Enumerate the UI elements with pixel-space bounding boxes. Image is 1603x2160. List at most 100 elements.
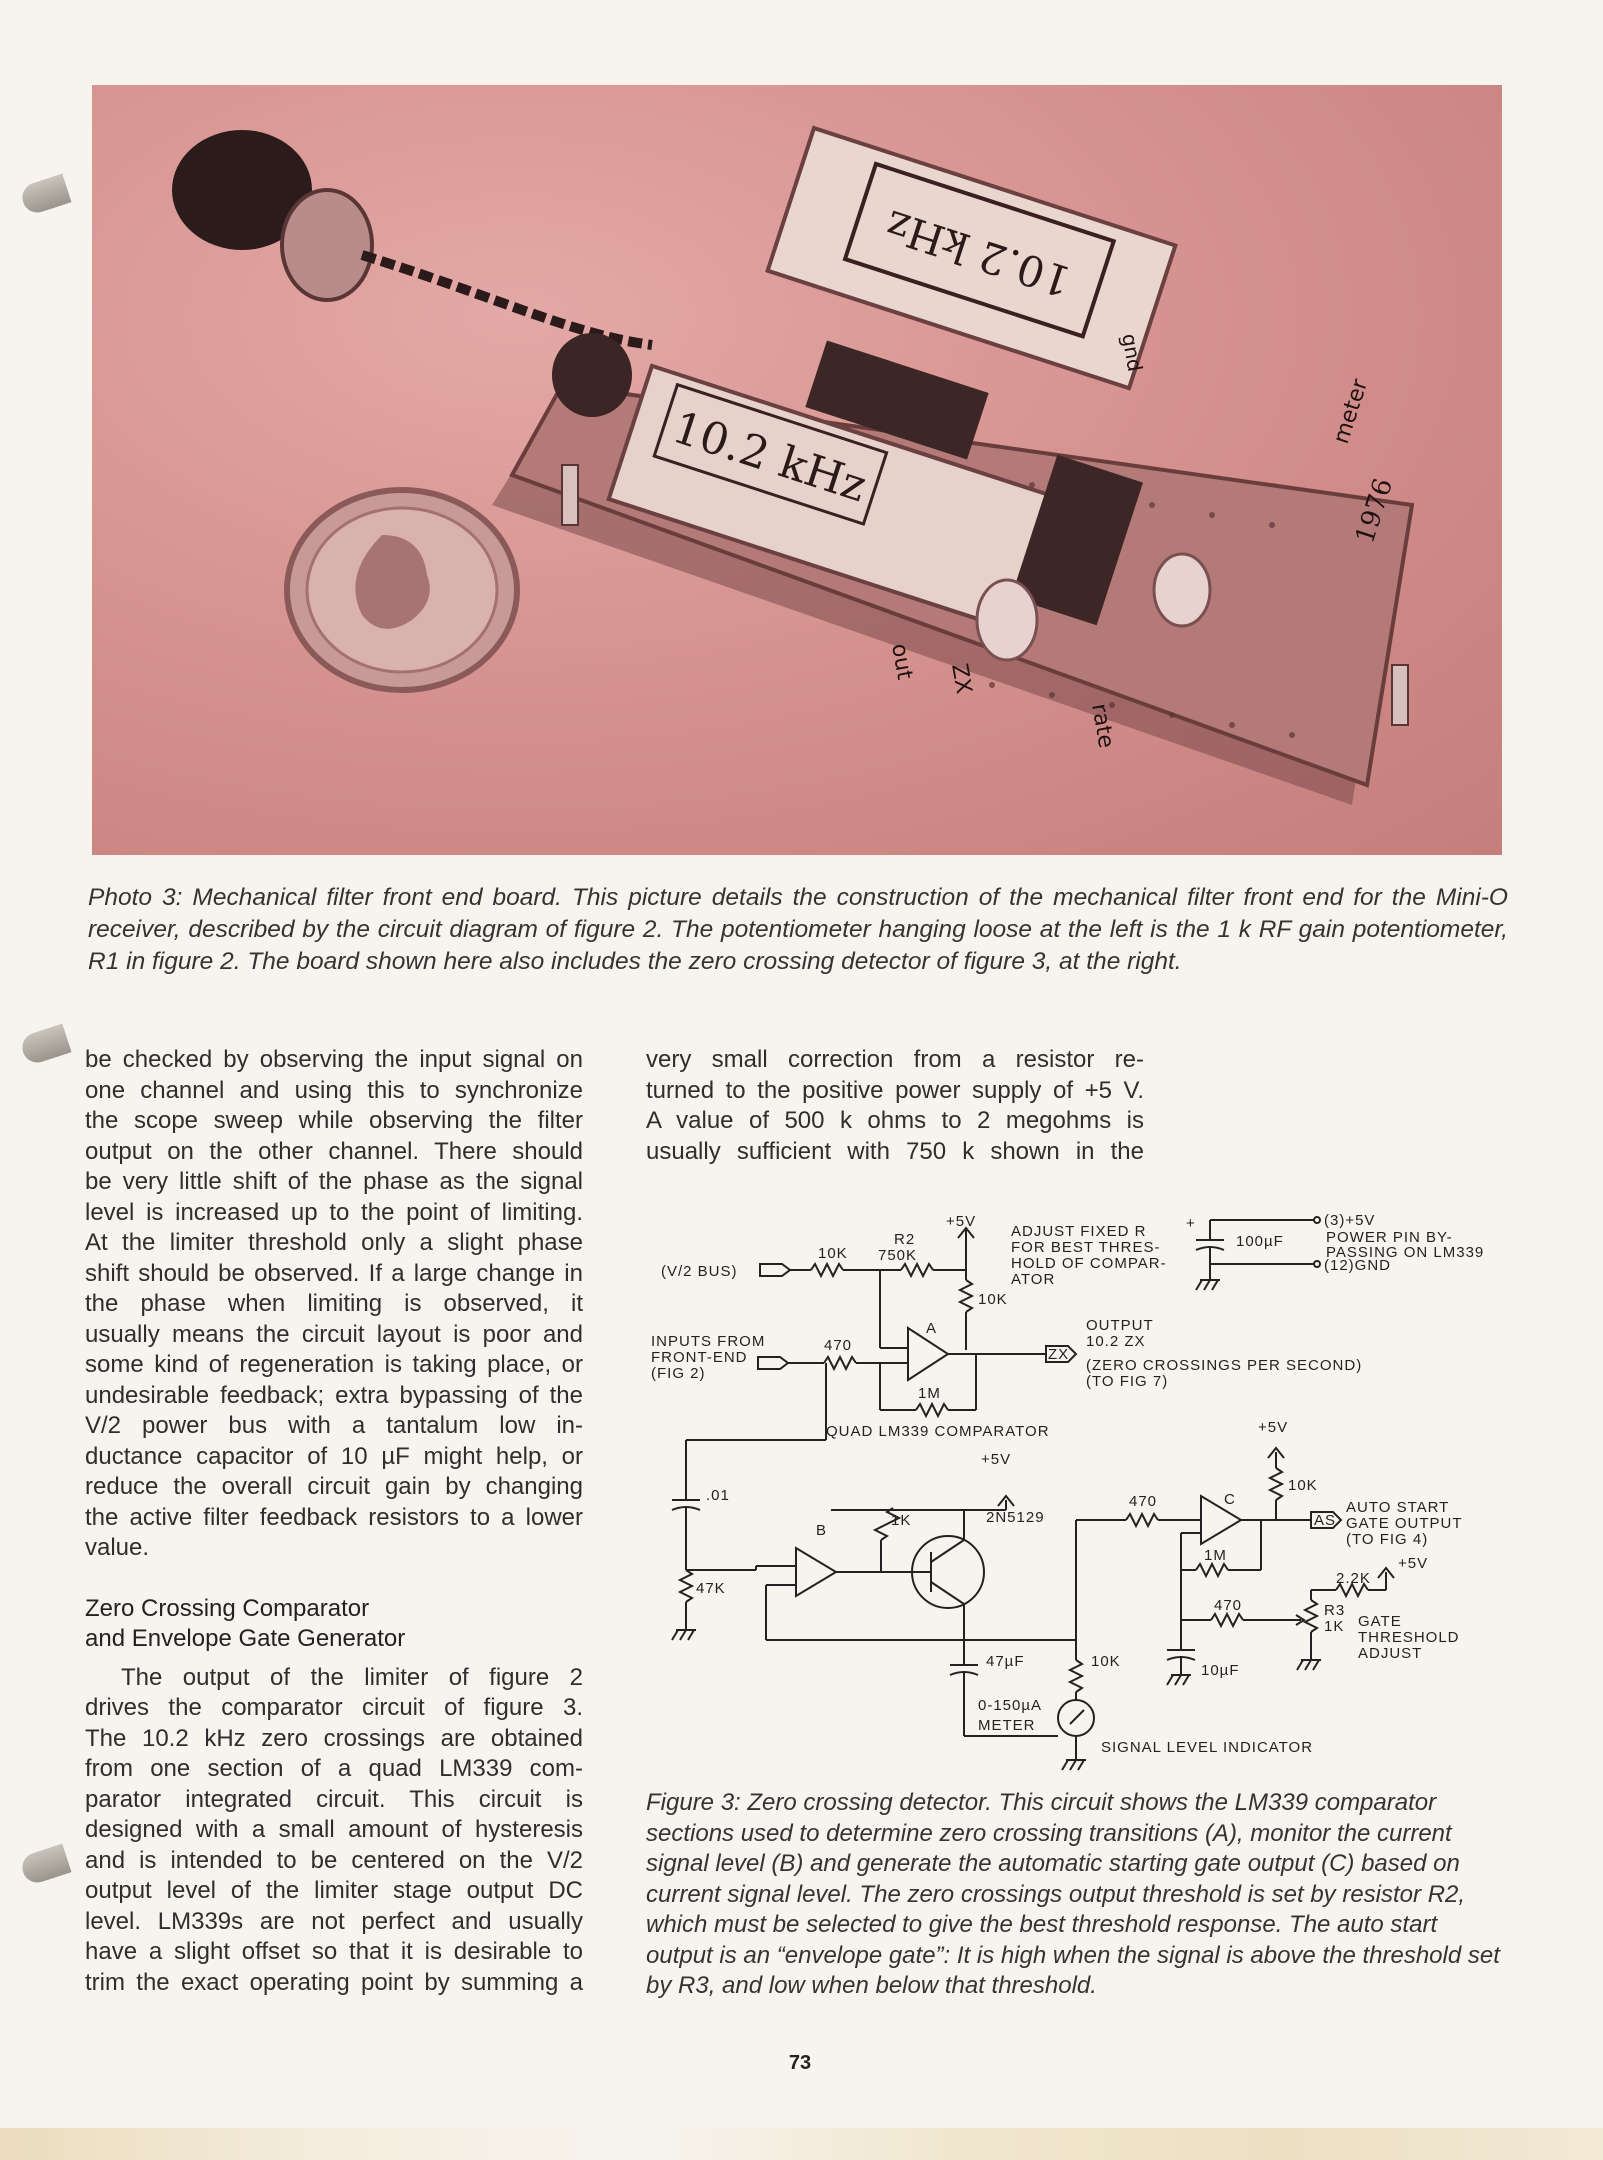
board-label-meter: meter [1329,375,1374,447]
gate-threshold-line: GATE [1358,1613,1402,1630]
capacitor [1152,552,1212,628]
label-pin3: (3)+5V [1324,1212,1375,1229]
label-1k: 1K [891,1512,911,1529]
text-line: undesirable feedback; extra bypassing of… [85,1381,583,1409]
adjust-note-line: HOLD OF COMPAR- [1011,1255,1167,1272]
label-plus5v: +5V [1398,1555,1428,1572]
signal-level-label: SIGNAL LEVEL INDICATOR [1101,1739,1313,1756]
text-line: the scope sweep while observing the filt… [85,1107,583,1134]
inductor [552,333,632,417]
text-line: very small correction from a resistor re… [646,1046,1144,1073]
rf-gain-knob [172,130,312,250]
comparator-a-label: A [926,1320,937,1337]
comparator-c-label: C [1224,1491,1236,1508]
board-label-zx: ZX [946,662,976,696]
auto-start-line: (TO FIG 4) [1346,1531,1428,1548]
output-note-line: (TO FIG 7) [1086,1373,1168,1390]
text-line: drives the comparator circuit of figure … [85,1694,583,1721]
auto-start-line: GATE OUTPUT [1346,1515,1463,1532]
board-label-out: out [886,642,917,682]
label-1m: 1M [1204,1547,1227,1564]
text-line: ductance capacitor of 10 µF might help, … [85,1442,583,1470]
capacitor [975,578,1039,662]
text-line: The output of the limiter of figure 2 [121,1663,583,1691]
label-pin12: (12)GND [1324,1257,1391,1274]
label-plus: + [1186,1215,1196,1232]
comparator-b-label: B [816,1522,827,1539]
text-line: output on the other channel. There shoul… [85,1137,583,1165]
ic-chip [805,340,989,460]
text-line: from one section of a quad LM339 com- [85,1755,583,1782]
text-line: turned to the positive power supply of +… [646,1076,1144,1104]
mechanical-filter-top [765,125,1178,391]
label-47uf: 47µF [986,1653,1025,1670]
text-line: value. [85,1534,150,1561]
text-line: be checked by observing the input signal… [85,1046,583,1073]
pin-note-line: POWER PIN BY- [1326,1229,1453,1246]
label-cap-01: .01 [706,1487,730,1504]
text-line: At the limiter threshold only a slight p… [85,1229,583,1256]
zero-crossing-schematic: +5V R2 750K ADJUST FIXED R FOR BEST THRE… [651,1212,1484,1771]
text-line: The 10.2 kHz zero crossings are obtained [85,1724,583,1752]
text-line: output level of the limiter stage output… [85,1877,583,1904]
label-10k: 10K [818,1245,848,1262]
text-line: some kind of regeneration is taking plac… [85,1351,583,1378]
label-100uf: 100µF [1236,1233,1284,1250]
ic-chip [1011,454,1143,626]
binder-hole [0,1020,70,1090]
pin-note-line: PASSING ON LM339 [1326,1244,1484,1261]
label-r2: R2 [894,1231,915,1248]
section-heading: Zero Crossing Comparator [85,1594,370,1622]
text-line: and is intended to be centered on the V/… [85,1846,583,1874]
text-line: have a slight offset so that it is desir… [85,1938,583,1965]
label-plus5v: +5V [1258,1419,1288,1436]
photo-caption: Photo 3: Mechanical filter front end boa… [88,884,1508,975]
body-paragraph: be checked by observing the input signal… [85,1045,583,1564]
page-number: 73 [788,2052,812,2074]
inputs-from-line: FRONT-END [651,1349,748,1366]
output-note-line: OUTPUT [1086,1317,1154,1334]
label-1m: 1M [918,1385,941,1402]
twisted-wire [360,250,653,350]
adjust-note-line: FOR BEST THRES- [1011,1239,1160,1256]
text-line: the phase when limiting is observed, it [85,1290,583,1317]
adjust-note-line: ADJUST FIXED R [1011,1223,1146,1240]
label-v2-bus: (V/2 BUS) [661,1263,738,1280]
label-470: 470 [1214,1597,1242,1614]
text-line: parator integrated circuit. This circuit… [85,1785,583,1813]
as-tag: AS [1314,1512,1336,1529]
label-10k: 10K [978,1291,1008,1308]
label-10k: 10K [1091,1653,1121,1670]
transistor-label: 2N5129 [986,1509,1045,1526]
label-r2-value: 750K [878,1247,917,1264]
label-r3-value: 1K [1324,1618,1344,1635]
meter-label-line: 0-150µA [978,1697,1042,1714]
label-plus5v: +5V [946,1213,976,1230]
figure-caption: Figure 3: Zero crossing detector. This c… [646,1789,1500,1999]
text-line: trim the exact operating point by summin… [85,1968,583,1996]
text-line: designed with a small amount of hysteres… [85,1816,583,1843]
adjust-note-line: ATOR [1011,1271,1055,1288]
label-10k: 10K [1288,1477,1318,1494]
auto-start-line: AUTO START [1346,1499,1449,1516]
gate-threshold-line: THRESHOLD [1358,1629,1460,1646]
label-47k: 47K [696,1580,726,1597]
label-r3: R3 [1324,1602,1345,1619]
text-line: V/2 power bus with a tantalum low in- [85,1412,583,1439]
text-line: usually sufficient with 750 k shown in t… [646,1137,1144,1165]
body-paragraph: The output of the limiter of figure 2 dr… [85,1663,583,1999]
inputs-from-line: INPUTS FROM [651,1333,765,1350]
text-line: A value of 500 k ohms to 2 megohms is [646,1107,1144,1134]
zx-tag: ZX [1048,1346,1069,1363]
circuit-board-photo: 10.2 kHz 10.2 kHz out ZX rate gnd meter … [92,85,1502,855]
text-line: level. LM339s are not perfect and usuall… [85,1907,583,1935]
text-line: be very little shift of the phase as the… [85,1168,583,1195]
binder-hole [0,170,70,240]
gate-threshold-line: ADJUST [1358,1645,1422,1662]
text-line: shift should be observed. If a large cha… [85,1259,583,1287]
label-470: 470 [1129,1493,1157,1510]
right-column: very small correction from a resistor re… [646,1045,1144,1167]
quad-lm339-label: QUAD LM339 COMPARATOR [826,1423,1050,1440]
text-line: level is increased up to the point of li… [85,1198,583,1226]
output-note-line: (ZERO CROSSINGS PER SECOND) [1086,1357,1362,1374]
